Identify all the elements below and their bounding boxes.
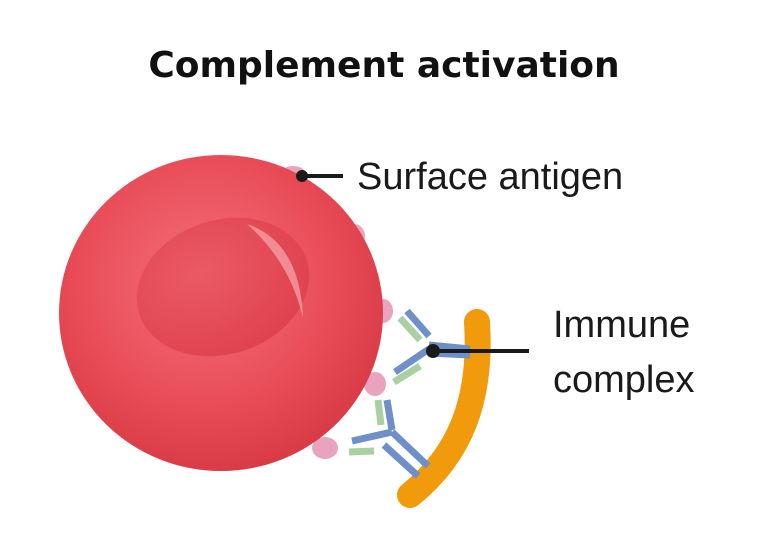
immune-complex-label-line2: complex [553, 359, 695, 401]
immune-complex-label-line1: Immune [553, 304, 690, 346]
surface-antigen-label: Surface antigen [357, 156, 623, 198]
antigen-bottom [312, 437, 338, 459]
immune-complex-leader [426, 344, 529, 358]
antibody-icon [348, 399, 431, 479]
antigen-right-lower [364, 372, 386, 396]
antibody-lower [348, 399, 431, 479]
cell-highlight [247, 224, 303, 318]
diagram-title: Complement activation [148, 45, 619, 86]
red-blood-cell-icon [59, 155, 383, 471]
surface-antigen-leader [296, 170, 343, 182]
cell-dimple [136, 217, 310, 357]
